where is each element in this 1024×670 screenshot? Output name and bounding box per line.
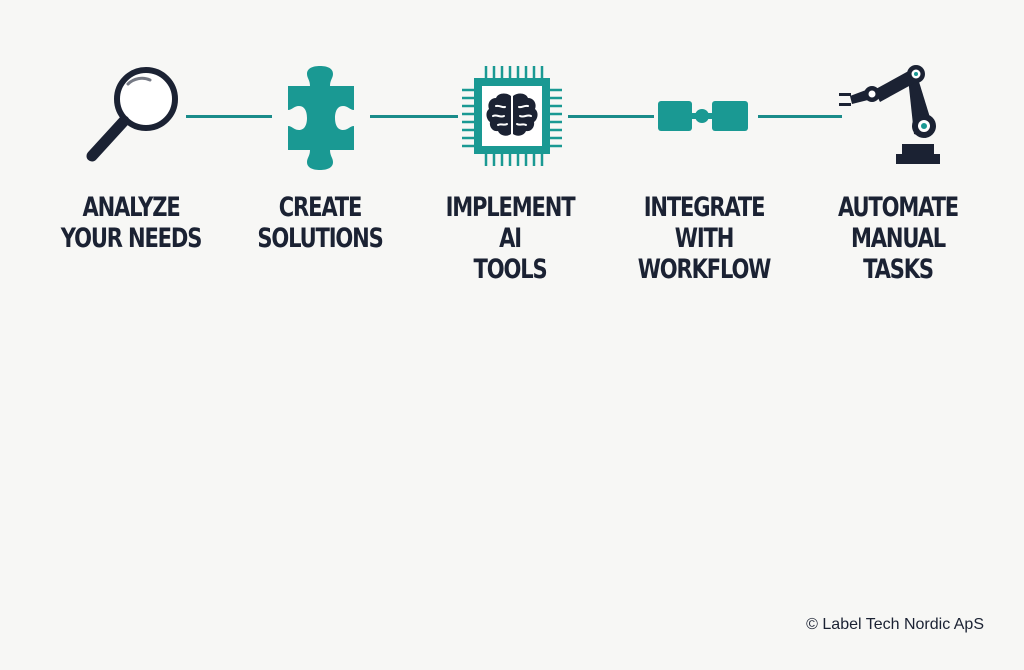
ai-chip-brain-icon [462, 66, 562, 166]
step-label-implement: IMPLEMENT AI TOOLS [445, 192, 576, 285]
step-label-automate: AUTOMATE MANUAL TASKS [837, 192, 959, 285]
connected-blocks-icon [658, 101, 748, 131]
copyright-text: © Label Tech Nordic ApS [806, 616, 984, 633]
connector-line-4 [758, 115, 842, 118]
step-label-create: CREATE SOLUTIONS [257, 192, 383, 254]
connector-line-3 [568, 115, 654, 118]
puzzle-piece-icon [288, 66, 354, 170]
magnifying-glass-icon [86, 67, 178, 162]
step-label-integrate: INTEGRATE WITH WORKFLOW [637, 192, 772, 285]
connector-line-1 [186, 115, 272, 118]
connector-line-2 [370, 115, 458, 118]
robotic-arm-icon [839, 65, 940, 164]
step-label-analyze: ANALYZE YOUR NEEDS [60, 192, 203, 254]
